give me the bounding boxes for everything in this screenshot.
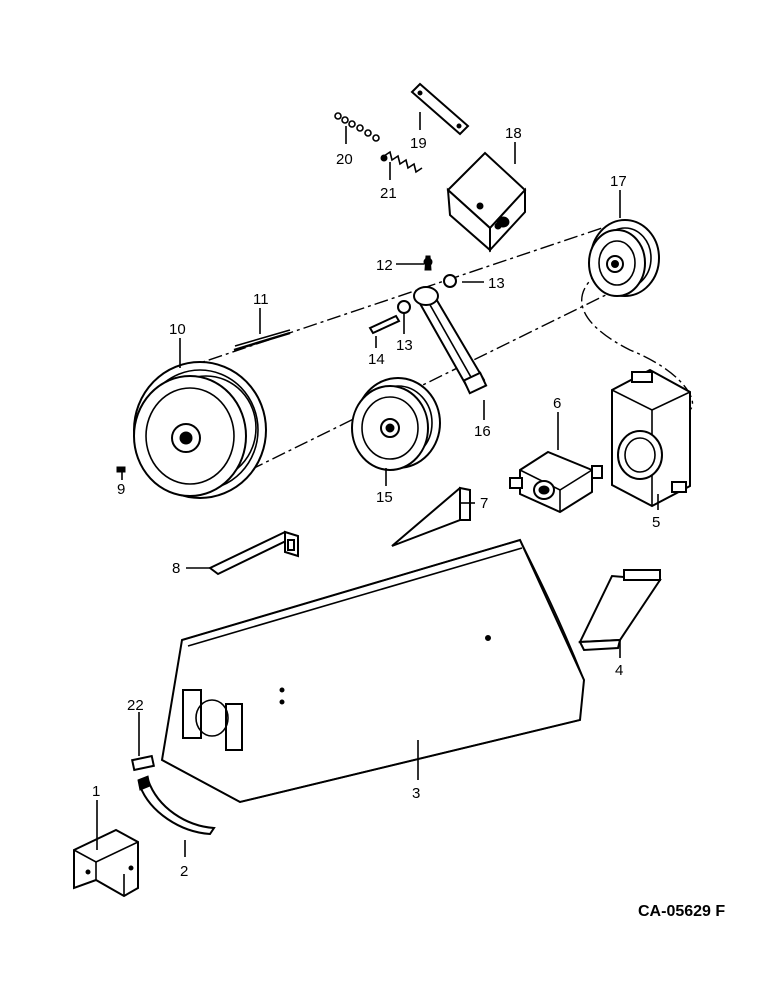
strap-part-19 <box>410 82 470 136</box>
callout-22: 22 <box>127 697 144 714</box>
callout-11: 11 <box>253 291 269 308</box>
callout-8: 8 <box>172 560 180 577</box>
idler-pulley-part-15 <box>351 377 441 471</box>
callout-15: 15 <box>376 489 393 506</box>
callout-14: 14 <box>368 351 385 368</box>
callout-6: 6 <box>553 395 561 412</box>
callout-17: 17 <box>610 173 627 190</box>
mounting-plate-part-5 <box>611 368 691 508</box>
u-bracket-part-1 <box>73 828 139 898</box>
callout-12: 12 <box>376 257 393 274</box>
bushing-part-13-upper <box>443 274 457 288</box>
support-part-4 <box>578 569 662 652</box>
callout-4: 4 <box>615 662 623 679</box>
callout-20: 20 <box>336 151 353 168</box>
grease-fitting-part-12 <box>423 255 433 271</box>
leader-lines <box>96 112 659 857</box>
callout-1: 1 <box>92 783 100 800</box>
callout-18: 18 <box>505 125 522 142</box>
key-part-11 <box>233 329 291 352</box>
callout-5: 5 <box>652 514 660 531</box>
brace-part-7 <box>391 486 471 547</box>
callout-9: 9 <box>117 481 125 498</box>
bracket-part-8 <box>208 530 299 576</box>
callout-3: 3 <box>412 785 420 802</box>
callout-13-lower: 13 <box>396 337 413 354</box>
callout-2: 2 <box>180 863 188 880</box>
callout-19: 19 <box>410 135 427 152</box>
shield-part-3 <box>160 538 586 804</box>
clip-part-22 <box>130 754 156 772</box>
callout-10: 10 <box>169 321 186 338</box>
bushing-part-13-lower <box>397 300 411 314</box>
drawing-code: CA-05629 F <box>638 903 725 920</box>
large-pulley-part-10 <box>133 361 267 499</box>
bracket-part-18 <box>446 151 527 253</box>
callout-7: 7 <box>480 495 488 512</box>
callout-21: 21 <box>380 185 397 202</box>
gearbox-part-6 <box>509 450 603 514</box>
drive-pulley-part-17 <box>588 219 660 297</box>
spring-part-21 <box>380 150 423 174</box>
strap-part-2 <box>137 775 216 836</box>
chain-part-20 <box>334 112 380 142</box>
idler-arm-part-16 <box>413 286 488 395</box>
callout-13-upper: 13 <box>488 275 505 292</box>
bolt-part-9 <box>116 466 126 473</box>
callout-16: 16 <box>474 423 491 440</box>
pin-part-14 <box>368 314 401 335</box>
